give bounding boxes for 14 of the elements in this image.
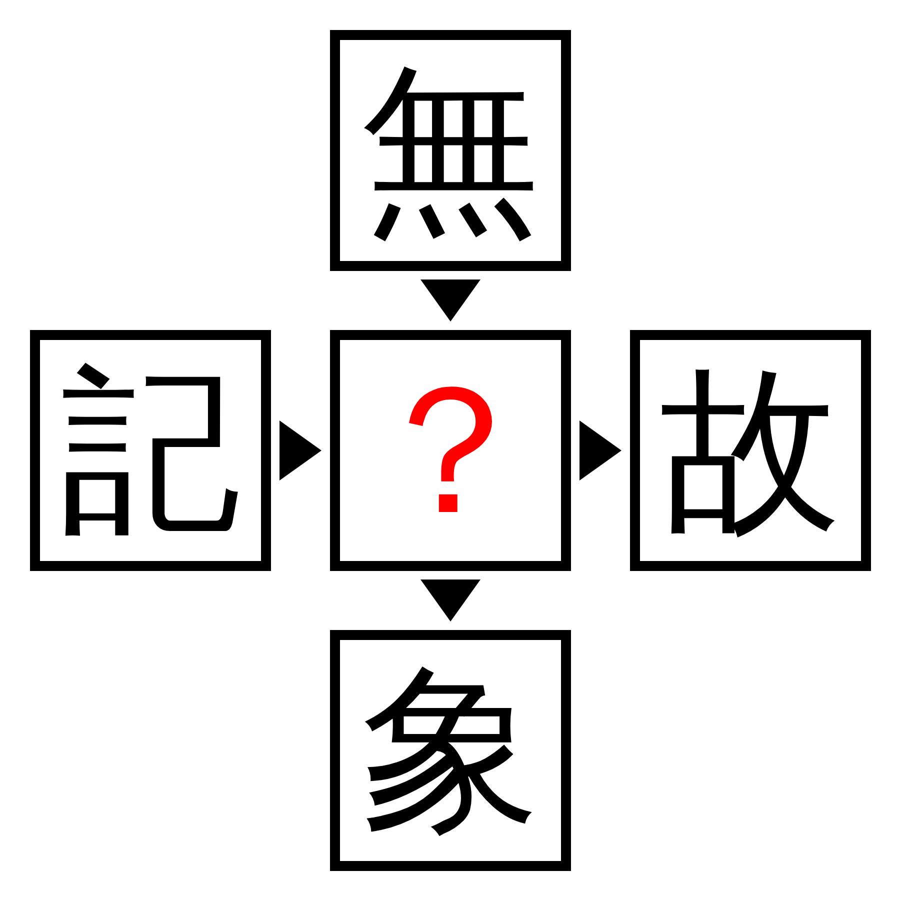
- triangle-arrow: [280, 420, 322, 480]
- triangle-arrow: [580, 420, 622, 480]
- kanji-character: 象: [360, 660, 540, 840]
- kanji-character: 記: [60, 360, 240, 540]
- character-box: [330, 630, 571, 871]
- triangle-arrow: [420, 280, 480, 322]
- character-box: [330, 330, 571, 571]
- triangle-arrow: [420, 580, 480, 622]
- kanji-character: 無: [360, 60, 540, 240]
- kanji-character: ？: [360, 360, 540, 540]
- kanji-character: 故: [660, 360, 840, 540]
- character-box: [30, 330, 271, 571]
- character-box: [330, 30, 571, 271]
- character-box: [630, 330, 871, 571]
